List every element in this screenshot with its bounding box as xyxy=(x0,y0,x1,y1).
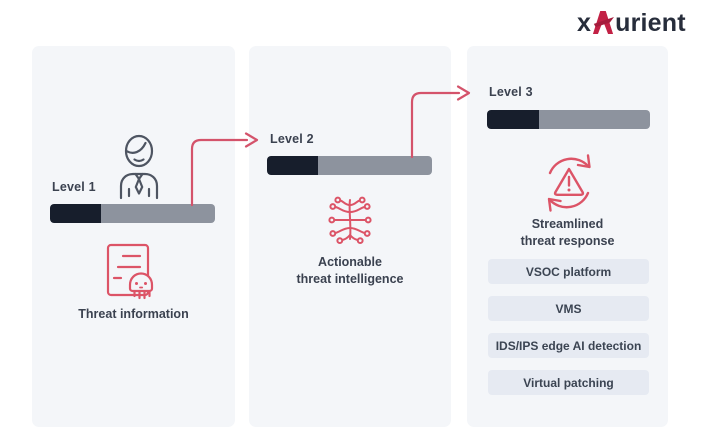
chip-vms: VMS xyxy=(488,296,649,321)
level-2-progress-bar xyxy=(267,156,432,175)
chip-ids-ips-edge-ai-detection: IDS/IPS edge AI detection xyxy=(488,333,649,358)
chip-virtual-patching: Virtual patching xyxy=(488,370,649,395)
caption-line: Actionable xyxy=(318,255,382,269)
chip-vsoc-platform: VSOC platform xyxy=(488,259,649,284)
caption-line: threat intelligence xyxy=(296,272,404,286)
level-2-label: Level 2 xyxy=(270,132,314,146)
level-1-caption: Threat information xyxy=(32,306,235,323)
logo-accent-a-icon xyxy=(593,11,615,34)
caption-line: Streamlined xyxy=(531,217,604,231)
level-3-progress-fill xyxy=(487,110,540,129)
caption-line: Threat information xyxy=(78,307,189,321)
businessman-icon xyxy=(119,134,159,200)
refresh-warning-icon xyxy=(547,154,591,212)
level-3-label: Level 3 xyxy=(489,85,533,99)
level-3-panel xyxy=(467,46,668,427)
level-1-panel xyxy=(32,46,235,427)
level-3-progress-bar xyxy=(487,110,650,129)
level-1-label: Level 1 xyxy=(52,180,96,194)
level-3-caption: Streamlined threat response xyxy=(467,216,668,250)
level-1-progress-bar xyxy=(50,204,215,223)
caption-line: threat response xyxy=(520,234,615,248)
level-2-progress-fill xyxy=(267,156,319,175)
level-1-progress-fill xyxy=(50,204,102,223)
logo-text-suffix: urient xyxy=(615,9,686,37)
logo-text-prefix: x xyxy=(577,9,592,37)
threat-document-skull-icon xyxy=(106,243,154,300)
level-2-caption: Actionable threat intelligence xyxy=(249,254,451,288)
brand-logo: x urient xyxy=(577,9,686,36)
neural-network-icon xyxy=(328,196,372,244)
